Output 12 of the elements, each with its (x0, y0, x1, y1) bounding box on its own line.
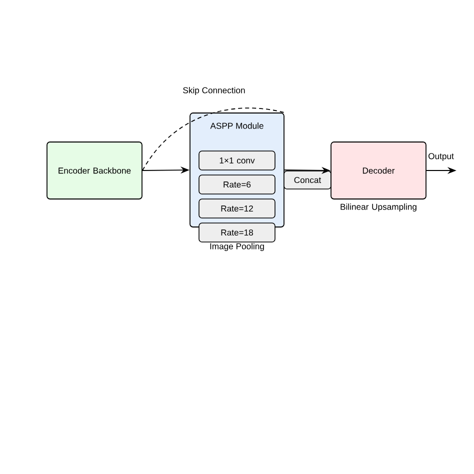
module-label: Image Pooling (210, 243, 264, 252)
branch-box: 1×1 conv (198, 150, 276, 170)
edge-label: Output (428, 153, 454, 161)
branch-box: Rate=12 (198, 198, 276, 218)
skip-curve (142, 108, 285, 171)
decoder-box: Decoder (330, 142, 426, 200)
encoder-box: Encoder Backbone (46, 142, 142, 200)
branch-box: Rate=18 (198, 222, 276, 242)
concat-box: Concat (284, 170, 332, 190)
edge-label: Skip Connection (183, 87, 245, 96)
branch-box: Rate=6 (198, 174, 276, 194)
caption-text: Bilinear Upsampling (340, 204, 416, 212)
